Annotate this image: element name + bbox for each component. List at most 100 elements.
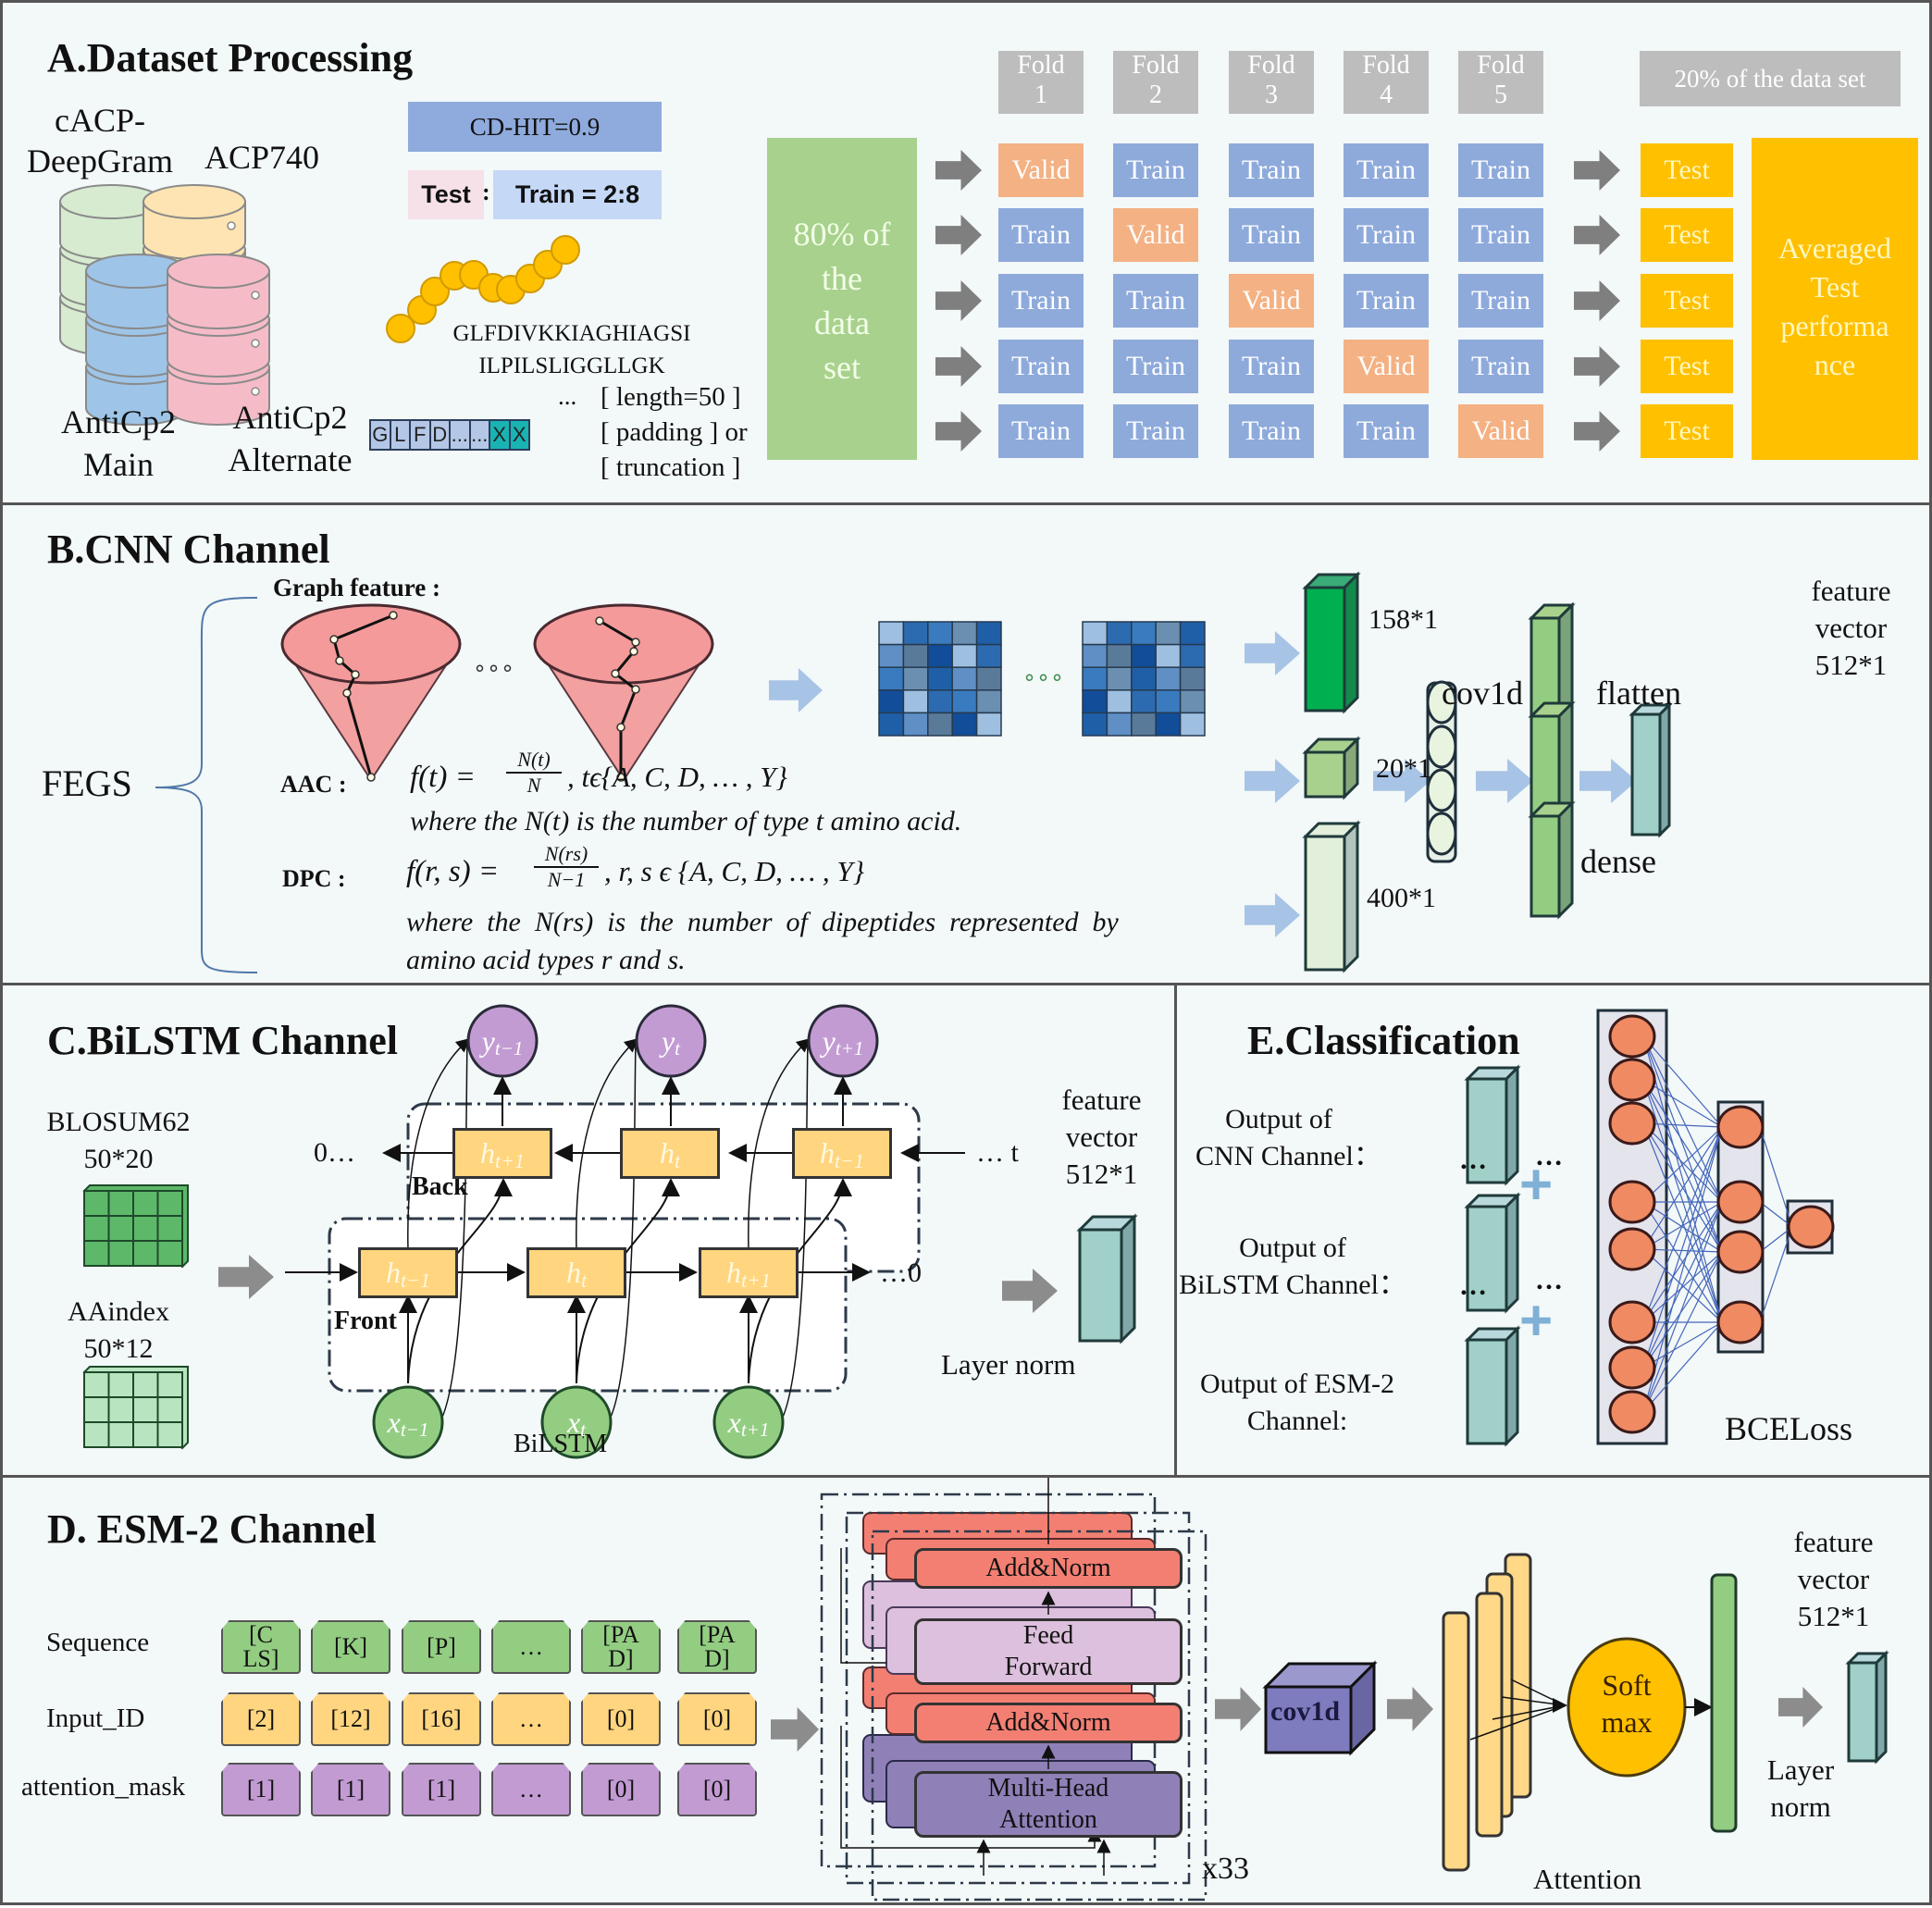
output-neuron-icon xyxy=(1787,1205,1835,1249)
network-edge xyxy=(1642,1201,1723,1369)
gray-arrow-icon xyxy=(935,215,982,255)
classifier-network xyxy=(1464,1009,1835,1447)
peptide-sequence: GLFDIVKKIAGHIAGSI ILPILSLIGGLLGK xyxy=(452,321,691,378)
esm-feature-vector-label: feature vector 512*1 xyxy=(1793,1526,1874,1632)
cv-cell-train: Train xyxy=(998,340,1084,393)
esm-layer-norm-bar xyxy=(1710,1573,1738,1833)
panel-bilstm-channel: C.BiLSTM Channel BLOSUM62 50*20 AAindex … xyxy=(0,983,1177,1478)
bilstm-feature-vector-block-side xyxy=(1120,1213,1136,1344)
database-anticp2-alternate-icon xyxy=(167,254,270,426)
panel-c-title: C.BiLSTM Channel xyxy=(47,1018,398,1063)
token-cell: [PA D] xyxy=(581,1620,661,1674)
front-to-output-arrow xyxy=(407,1038,471,1251)
heatmap-ellipsis: ∘∘∘ xyxy=(1022,666,1065,690)
token-cell: [16] xyxy=(402,1692,481,1746)
row-label-sequence: Sequence xyxy=(46,1628,150,1657)
flatten-segment xyxy=(1530,814,1561,918)
output-node-y xyxy=(466,1004,539,1078)
token-cell: [P] xyxy=(402,1620,481,1674)
dataset-label-cacp-deepgram: cACP- DeepGram xyxy=(27,102,173,180)
output-y: y xyxy=(822,1023,836,1058)
token-cell: … xyxy=(491,1620,571,1674)
network-edge xyxy=(1642,1035,1723,1128)
neuron-icon xyxy=(1608,1058,1656,1102)
network-edge xyxy=(1642,1126,1723,1413)
feed-forward-block: Feed Forward xyxy=(914,1618,1183,1685)
cv-cell-valid: Valid xyxy=(1458,404,1543,458)
network-edge xyxy=(1642,1079,1723,1203)
ellipsis: ... xyxy=(558,382,577,410)
flatten-segment xyxy=(1530,616,1561,718)
token-cell: [C LS] xyxy=(221,1620,301,1674)
amino-acid-bead xyxy=(386,314,415,343)
panel-cnn-channel: B.CNN Channel FEGS Graph feature : ∘∘∘ ∘… xyxy=(0,502,1932,985)
input-node-x xyxy=(712,1385,785,1459)
cv-cell-valid: Valid xyxy=(1344,340,1429,393)
network-edge xyxy=(1642,1122,1723,1323)
network-edge xyxy=(1642,1201,1723,1413)
input-x: x xyxy=(727,1405,741,1439)
layer1-ellipsis: … xyxy=(1459,1145,1487,1175)
neuron-icon xyxy=(1716,1180,1765,1224)
flatten-segment-side xyxy=(1557,601,1574,720)
cdhit-box: CD-HIT=0.9 xyxy=(408,102,662,152)
attention-head-bar xyxy=(1442,1611,1470,1872)
dpc-formula-lhs: f(r, s) = xyxy=(406,855,500,888)
aac-fraction: N(t) N xyxy=(506,748,562,798)
gray-arrow-icon xyxy=(935,280,982,321)
fold-header-word: Fold xyxy=(1132,51,1180,80)
bilstm-feature-vector-label: feature vector 512*1 xyxy=(1061,1084,1142,1190)
token-cell: [0] xyxy=(677,1763,757,1816)
gray-arrow-icon xyxy=(935,346,982,387)
network-edge xyxy=(1642,1126,1723,1369)
dim-400: 400*1 xyxy=(1367,883,1436,913)
bceloss-label: BCELoss xyxy=(1725,1410,1853,1447)
fold-header-number: 1 xyxy=(1034,81,1047,109)
database-icons xyxy=(59,184,270,426)
flatten-segment xyxy=(1530,714,1561,818)
input-node-x xyxy=(540,1385,613,1459)
gray-arrow-icon xyxy=(1574,411,1620,452)
network-edge xyxy=(1642,1321,1723,1369)
token-cell: [12] xyxy=(311,1692,390,1746)
attention-label: Attention xyxy=(1533,1863,1642,1895)
cov1d-cube xyxy=(1264,1685,1353,1754)
row-label-attention-mask: attention_mask xyxy=(21,1772,186,1802)
network-edge xyxy=(1642,1126,1723,1250)
fegs-brace xyxy=(155,597,258,973)
repeat-count: x33 xyxy=(1202,1852,1249,1886)
layer2-ellipsis: … xyxy=(1535,1141,1563,1171)
attention-line xyxy=(1469,1704,1566,1741)
cell-h: h xyxy=(480,1136,496,1170)
fold-header-number: 4 xyxy=(1380,81,1393,109)
cell-h: h xyxy=(726,1256,742,1289)
cnn-output-block xyxy=(1466,1077,1508,1184)
train-portion-block: 80% of the data set xyxy=(767,138,917,460)
neuron-icon xyxy=(1608,1300,1656,1344)
gray-arrow-icon xyxy=(1574,215,1620,255)
amino-acid-bead xyxy=(420,277,450,306)
cnn-feature-vector-block xyxy=(1630,712,1662,836)
input-node-x xyxy=(372,1385,444,1459)
neuron-icon xyxy=(1426,768,1457,812)
split-colon: : xyxy=(482,179,490,205)
cell-subscript: t xyxy=(580,1268,588,1292)
input-subscript: t+1 xyxy=(740,1418,770,1441)
gray-arrow-icon xyxy=(1387,1687,1433,1731)
peptide-chain-icon xyxy=(386,235,580,343)
seq-cell: L xyxy=(390,421,411,449)
fold-header-word: Fold xyxy=(1477,51,1525,80)
input-subscript: t−1 xyxy=(400,1418,429,1441)
front-end-label: …0 xyxy=(880,1258,922,1288)
seq-cell: ... xyxy=(451,421,471,449)
cv-cell-train: Train xyxy=(998,404,1084,458)
network-edge xyxy=(1642,1035,1723,1323)
sequence-cells: G L F D ... ... X X xyxy=(369,419,530,451)
